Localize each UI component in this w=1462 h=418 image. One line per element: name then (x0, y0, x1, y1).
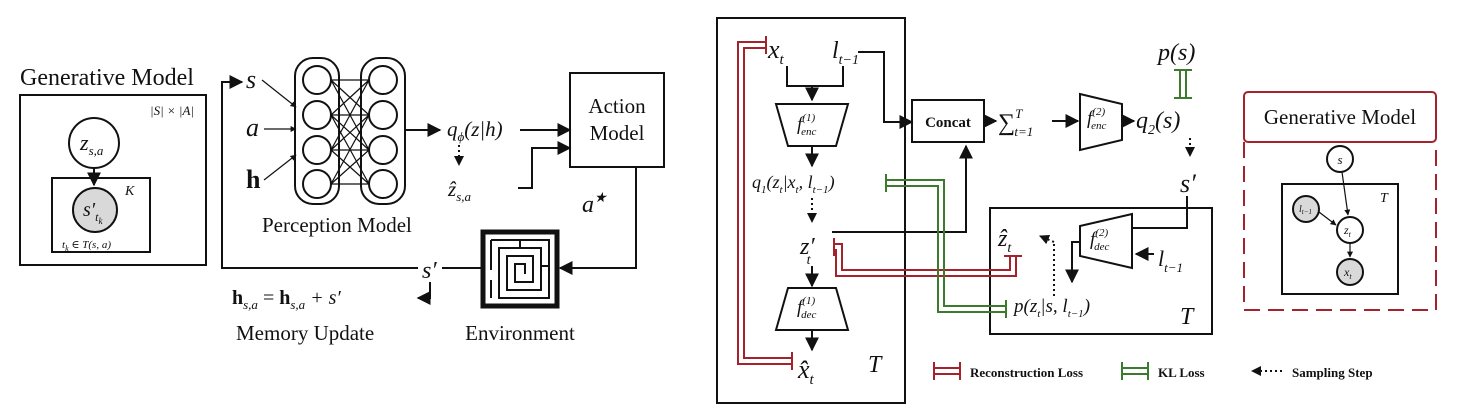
q2-label: q2(s) (1136, 108, 1180, 138)
input-a: a (246, 113, 259, 142)
f-dec1-block (774, 287, 850, 331)
inner-plate-label: K (124, 184, 135, 199)
q1-label: q1(zt|xt, lt−1) (752, 172, 835, 196)
concat-label: Concat (925, 115, 971, 131)
a-star-label: a★ (582, 191, 608, 218)
legend-sampling-label: Sampling Step (1292, 365, 1373, 380)
f-dec2-label: f(2)dec (1090, 227, 1109, 253)
xt-down-line (786, 66, 812, 87)
fdec2-to-pz (1065, 241, 1080, 284)
legend-recon-label: Reconstruction Loss (970, 365, 1083, 380)
environment-label: Environment (465, 321, 575, 345)
perception-model-label: Perception Model (262, 213, 412, 237)
kl-loss-z (885, 174, 1007, 318)
action-model-line2: Model (590, 121, 645, 145)
f-dec1-label: f(1)dec (797, 295, 816, 321)
h-in-arrow (263, 154, 297, 181)
gm-l-label: lt−1 (1299, 204, 1312, 216)
p-z-label: p(zt|s, lt−1) (1012, 296, 1090, 320)
lprev-to-concat (858, 51, 914, 129)
right-generative-title: Generative Model (1264, 105, 1416, 129)
memory-update-label: Memory Update (236, 321, 374, 345)
lprev-down-line (805, 66, 844, 102)
action-model-box (569, 72, 665, 168)
zhat-to-action-arrow (518, 141, 572, 189)
action-to-env-arrow (558, 167, 637, 275)
sampling-zhat-head (1039, 234, 1055, 245)
x-hat-label: x̂t (797, 355, 815, 388)
s-in-arrow (261, 79, 297, 108)
z-hat-sa-label: ẑs,a (447, 177, 471, 204)
f-enc2-label: f(2)enc (1087, 106, 1106, 132)
gm-s-label: s (1337, 152, 1342, 167)
f-dec2-block (1079, 212, 1133, 270)
recon-loss-x (737, 36, 793, 370)
s-prime-env-label: s′ (422, 258, 437, 284)
sprime-to-fdec2 (1132, 196, 1188, 229)
memory-equation: hs,a = hs,a + s′ (232, 287, 341, 312)
plate-T-left-label: T (868, 352, 883, 378)
feedback-to-s-arrow (221, 75, 418, 269)
gm-z-label: zt (1343, 223, 1352, 239)
x-t-label: xt (767, 35, 785, 68)
action-model-line1: Action (588, 94, 646, 118)
inner-plate (51, 177, 151, 253)
legend: Reconstruction Loss KL Loss Sampling Ste… (933, 362, 1373, 380)
s-prime-label: s′ (1180, 169, 1196, 198)
s-prime-tk-node (72, 187, 118, 233)
plate-T-right-label: T (1180, 304, 1195, 330)
outer-plate (19, 94, 207, 266)
gm-plate (1281, 183, 1399, 295)
environment-maze (480, 229, 560, 309)
zhat-t-label: ẑt (997, 226, 1012, 256)
legend-recon-symbol (933, 362, 961, 380)
tk-caption: tk ∈ T(s, a) (62, 239, 111, 253)
l-prev-label: lt−1 (832, 38, 859, 68)
recon-loss-z (833, 238, 1022, 277)
p-s-label: p(s) (1156, 40, 1195, 66)
z-sa-label: zs,a (79, 130, 104, 158)
gm-s-node (1326, 145, 1354, 173)
gm-l-node (1292, 195, 1320, 223)
input-h: h (246, 165, 261, 194)
right-gen-title-box (1243, 91, 1437, 143)
z-prime-label: z′t (799, 234, 815, 268)
kl-loss-s (1174, 69, 1192, 99)
perception-network (294, 57, 406, 205)
left-panel: Generative Model |S| × |A| zs,a K s′tk t… (19, 57, 665, 345)
gm-x-label: xt (1343, 265, 1352, 281)
zprime-to-concat (832, 144, 973, 233)
plate-T-left (716, 17, 906, 404)
l-prev2-label: lt−1 (1158, 246, 1183, 275)
right-gen-dashed-box (1243, 142, 1437, 311)
input-s: s (246, 65, 256, 94)
gm-l-to-z (1318, 211, 1337, 226)
outer-plate-label: |S| × |A| (150, 103, 194, 118)
gm-x-node (1336, 258, 1364, 286)
s-prime-tk-label: s′tk (83, 199, 104, 226)
f-enc1-block (774, 103, 850, 147)
q-phi-label: qϕ(z|h) (447, 117, 503, 144)
f-enc2-block (1079, 92, 1123, 152)
f-enc1-label: f(1)enc (797, 112, 816, 138)
legend-kl-symbol (1121, 362, 1149, 380)
right-panel: T xt lt−1 f(1)enc q1(zt|xt, lt−1) z′t f(… (716, 17, 1437, 404)
left-generative-title: Generative Model (20, 65, 194, 91)
legend-kl-label: KL Loss (1158, 365, 1205, 380)
gm-s-to-z (1341, 171, 1351, 216)
gm-plate-label: T (1380, 191, 1389, 206)
sprime-to-memory-arrow (416, 282, 431, 305)
